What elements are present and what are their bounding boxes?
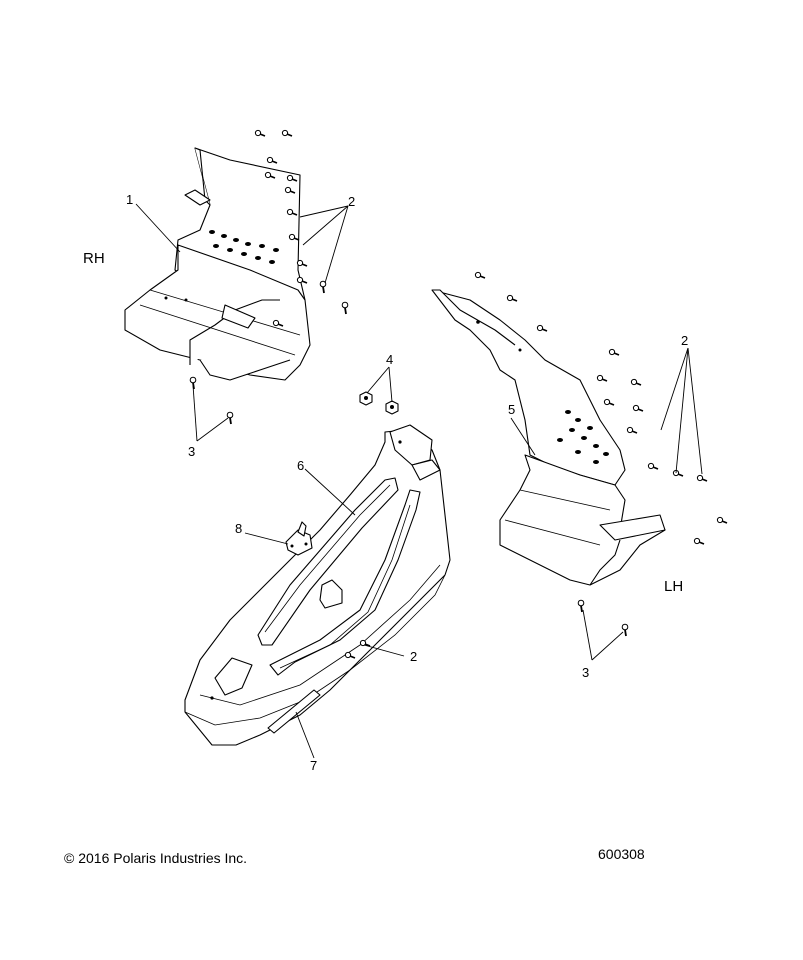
callout-2-center: 2 [410, 649, 417, 664]
rh-footwell-panel [124, 147, 311, 381]
lh-footwell-panel [431, 289, 666, 586]
rh-panel-holes [164, 230, 279, 302]
callout-1: 1 [126, 192, 133, 207]
callout-2-rh: 2 [348, 194, 355, 209]
center-floor-panel [184, 424, 451, 746]
leader-lines [135, 203, 703, 759]
lh-panel-holes [476, 320, 609, 464]
callout-4: 4 [386, 352, 393, 367]
callout-6: 6 [297, 458, 304, 473]
copyright-text: © 2016 Polaris Industries Inc. [64, 850, 248, 866]
callout-2-lh: 2 [681, 333, 688, 348]
bracket [285, 521, 313, 556]
callout-8: 8 [235, 521, 242, 536]
side-label-lh: LH [664, 578, 683, 595]
callout-7: 7 [310, 758, 317, 773]
callout-3-lh: 3 [582, 665, 589, 680]
lh-screws [577, 599, 629, 637]
nuts [359, 391, 399, 415]
rh-screws [189, 376, 234, 425]
callout-5: 5 [508, 402, 515, 417]
diagram-number: 600308 [598, 846, 645, 862]
side-label-rh: RH [83, 250, 105, 267]
callout-3-rh: 3 [188, 444, 195, 459]
rod [267, 689, 321, 734]
